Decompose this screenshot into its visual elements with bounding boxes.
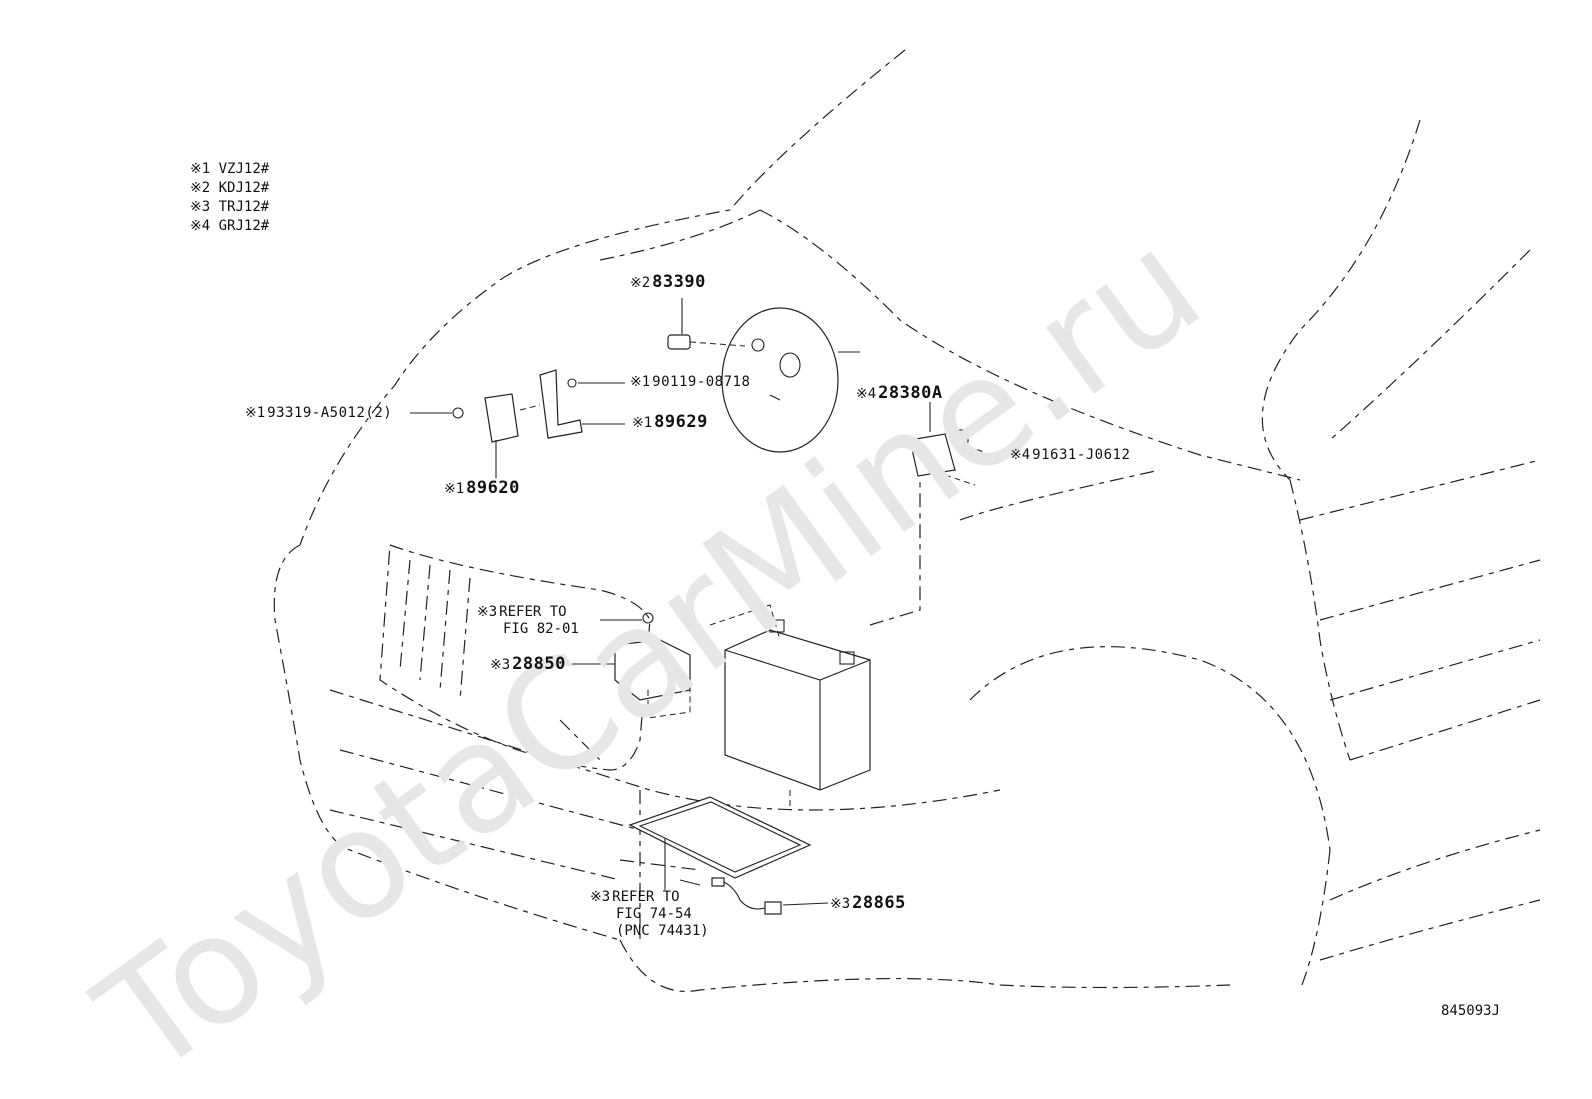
legend-row: ※2 KDJ12# (190, 180, 270, 196)
relay-28380A (909, 402, 1008, 486)
legend-row: ※4 GRJ12# (190, 218, 270, 234)
legend-row: ※1 VZJ12# (190, 161, 270, 177)
sensor-83390 (667, 298, 746, 350)
front-grille (379, 544, 651, 771)
battery-tray (628, 796, 812, 890)
ecu-89620 (410, 393, 519, 478)
battery (709, 604, 871, 810)
model-legend: ※1 VZJ12# ※2 KDJ12# ※3 TRJ12# ※4 GRJ12# (190, 160, 269, 236)
bracket-89629 (519, 369, 625, 439)
legend-row: ※3 TRJ12# (190, 199, 270, 215)
sensor-28865 (679, 877, 829, 915)
diagram-code: 845093J (1440, 1003, 1500, 1019)
module-28850 (572, 612, 691, 719)
vehicle-body-outline (273, 49, 1541, 992)
brake-booster (721, 307, 860, 453)
